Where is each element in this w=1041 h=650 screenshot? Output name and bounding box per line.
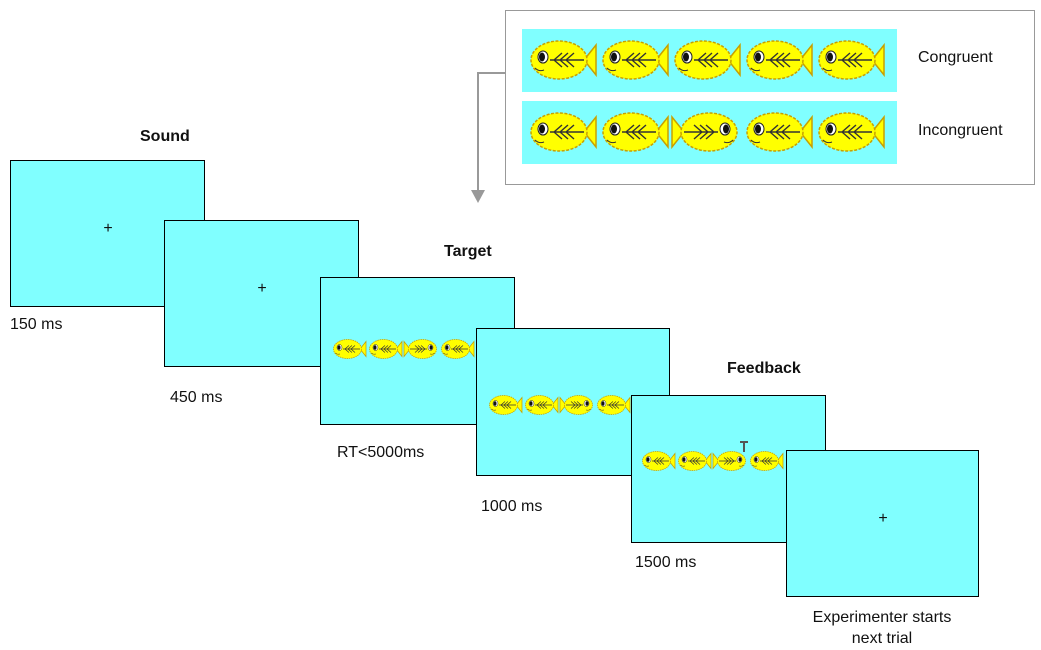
fish-icon (602, 40, 669, 80)
fish-icon (597, 395, 631, 415)
incongruent-strip (522, 101, 897, 164)
fish-icon (602, 112, 669, 152)
fish-icon (525, 395, 559, 415)
target-title: Target (444, 243, 492, 260)
congruent-strip (522, 29, 897, 92)
feedback-marker-icon (740, 441, 748, 452)
sound-duration: 150 ms (10, 316, 63, 333)
end-caption: Experimenter starts next trial (782, 607, 982, 649)
fish-icon (559, 395, 593, 415)
fish-icon (642, 451, 676, 471)
pause-duration: 450 ms (170, 389, 223, 406)
fish-icon (674, 40, 741, 80)
fish-icon (746, 112, 813, 152)
target-fish-row (331, 336, 516, 364)
feedback-title: Feedback (727, 360, 801, 377)
fish-icon (750, 451, 784, 471)
fish-icon (746, 40, 813, 80)
fish-icon (530, 40, 597, 80)
fish-icon (403, 339, 437, 359)
sound-title: Sound (140, 128, 190, 145)
congruent-label: Congruent (918, 49, 993, 66)
fish-icon (530, 112, 597, 152)
target-duration: RT<5000ms (337, 444, 425, 461)
plus-icon: + (257, 280, 267, 297)
fish-icon (441, 339, 475, 359)
fish-icon (818, 40, 885, 80)
post-target-duration: 1000 ms (481, 498, 543, 515)
fish-icon (671, 112, 738, 152)
incongruent-fish-row (526, 107, 896, 159)
fish-icon (678, 451, 712, 471)
end-screen: + (786, 450, 979, 597)
plus-icon: + (103, 220, 113, 237)
fish-icon (333, 339, 367, 359)
fish-icon (369, 339, 403, 359)
incongruent-label: Incongruent (918, 122, 1003, 139)
fish-icon (712, 451, 746, 471)
plus-icon: + (878, 510, 888, 527)
end-caption-line-1: Experimenter starts (812, 609, 952, 626)
fish-icon (489, 395, 523, 415)
legend-box: Congruent Incongruent (505, 10, 1035, 185)
congruent-fish-row (526, 35, 896, 87)
end-caption-line-2: next trial (851, 630, 913, 647)
fish-icon (818, 112, 885, 152)
feedback-duration: 1500 ms (635, 554, 697, 571)
